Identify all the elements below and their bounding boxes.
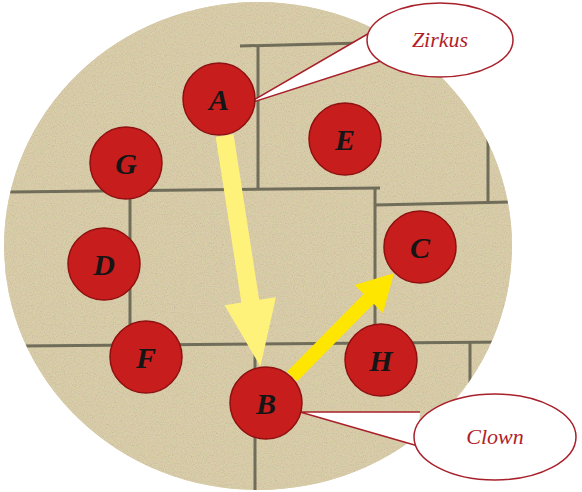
point-letter: A — [209, 83, 229, 116]
point-circle: B — [229, 366, 303, 440]
point-circle: E — [308, 102, 382, 176]
callout-text: Clown — [466, 425, 523, 449]
callout-text: Zirkus — [412, 28, 468, 52]
point-circle: A — [182, 62, 256, 136]
point-letter: G — [115, 147, 137, 180]
point-letter: F — [136, 341, 156, 374]
point-circle: G — [89, 126, 163, 200]
point-letter: C — [410, 231, 430, 264]
point-circle: F — [109, 320, 183, 394]
point-circle: C — [383, 210, 457, 284]
callout-bubble: Zirkus — [366, 2, 514, 78]
callout-bubble: Clown — [413, 393, 577, 481]
point-circle: H — [344, 323, 418, 397]
point-letter: E — [335, 123, 355, 156]
point-letter: B — [256, 387, 276, 420]
point-circle: D — [67, 227, 141, 301]
point-letter: H — [369, 344, 392, 377]
flow-arrow — [216, 134, 276, 366]
point-letter: D — [93, 248, 115, 281]
